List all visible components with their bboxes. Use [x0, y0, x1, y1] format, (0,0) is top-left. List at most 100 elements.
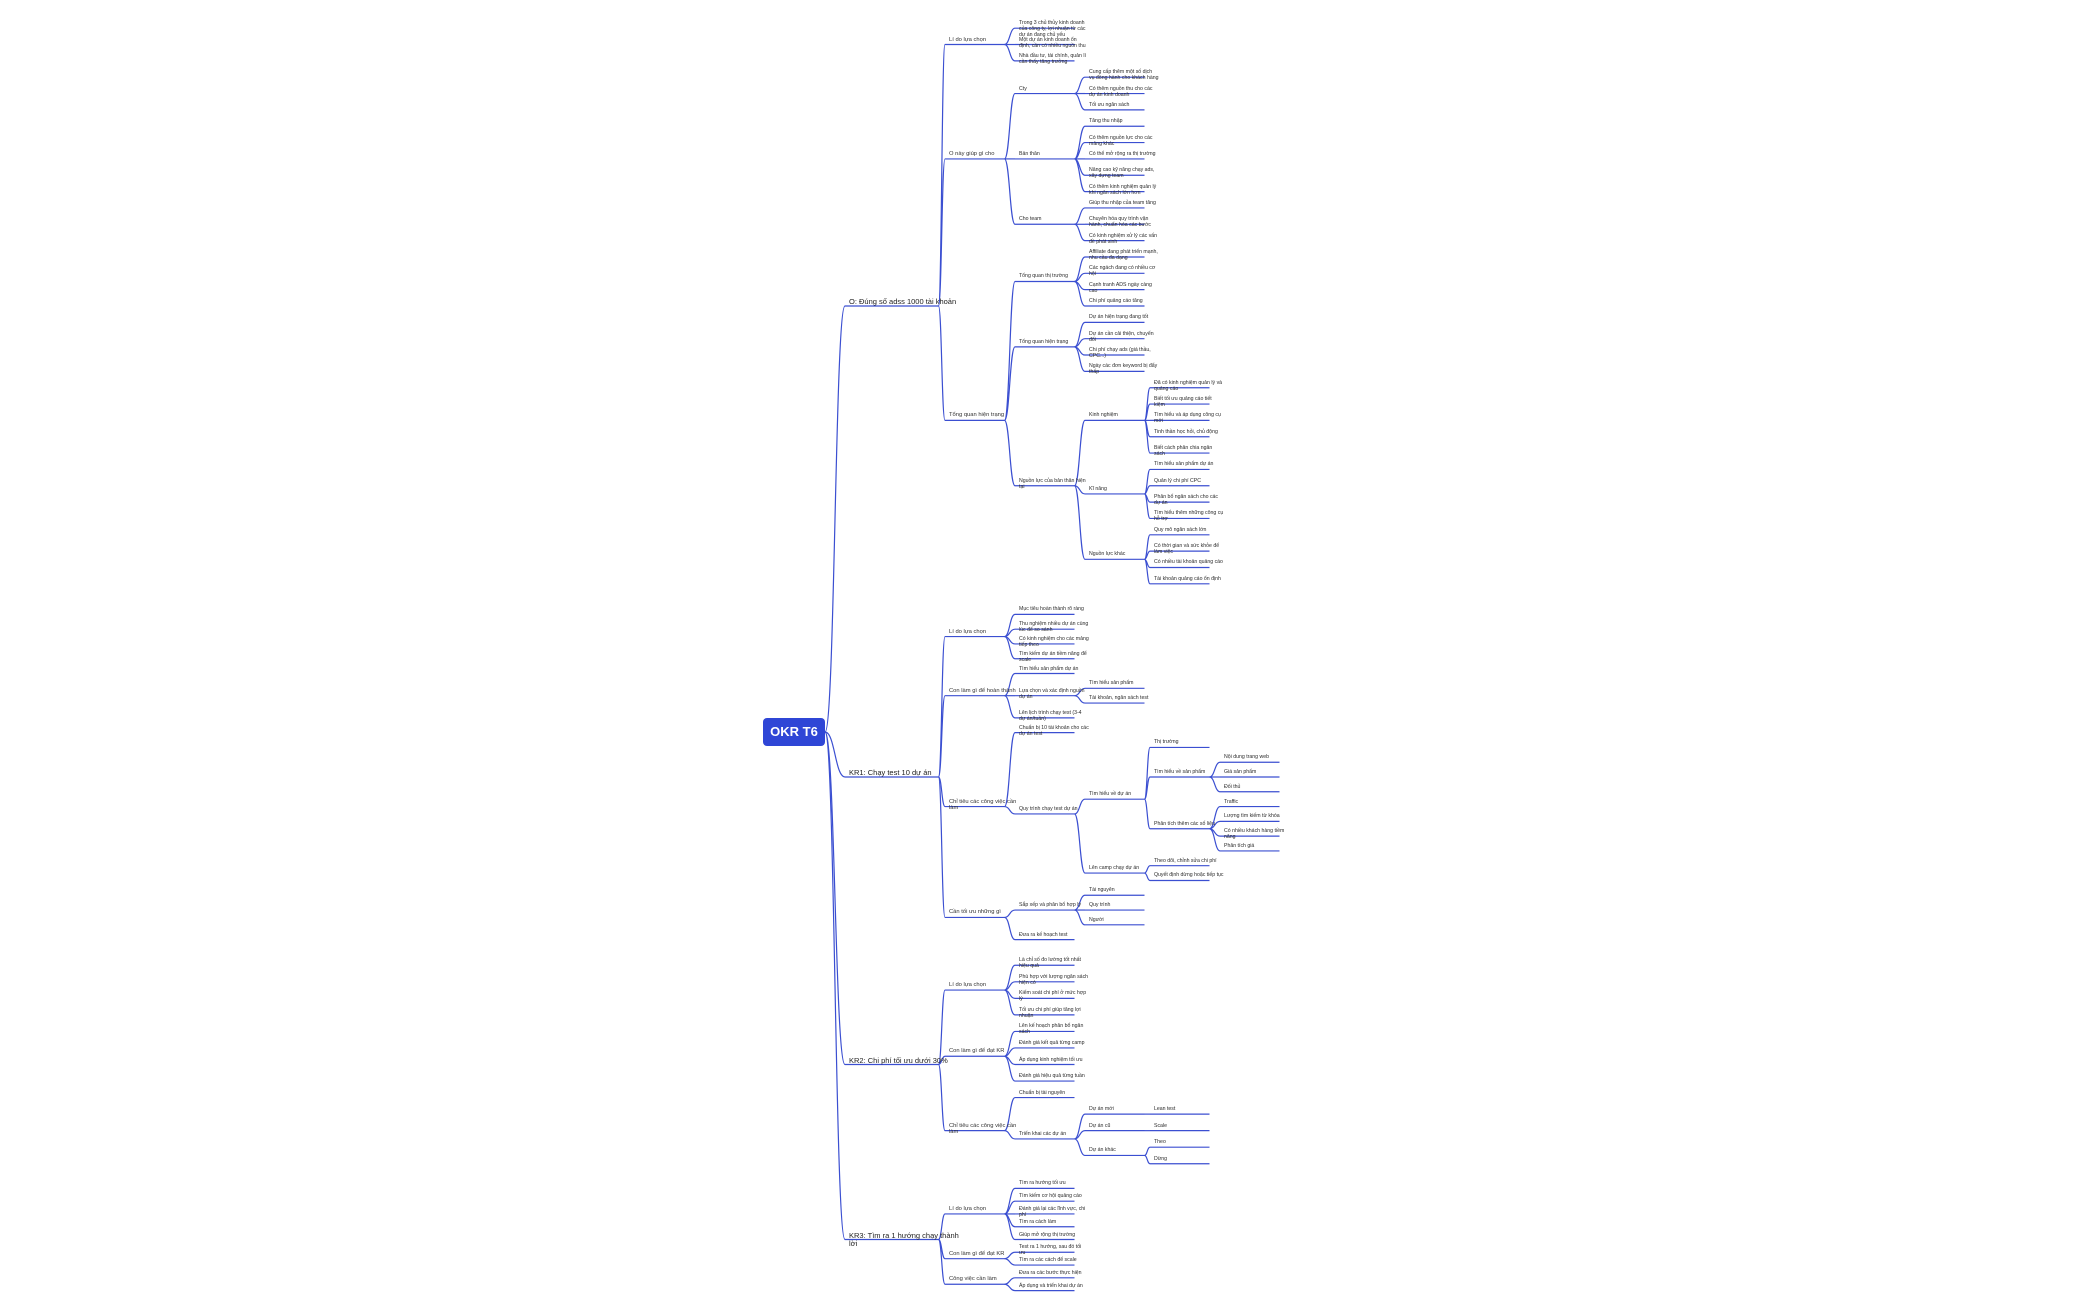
leaf-node[interactable]: Theo dõi, chỉnh sửa chi phí [1154, 857, 1217, 864]
leaf-node[interactable]: Có nhiều tài khoản quảng cáo [1154, 559, 1223, 566]
leaf-node[interactable]: Phù hợp với lượng ngân sách hiện có [1019, 973, 1089, 986]
topic-node[interactable]: Dự án mới [1089, 1106, 1114, 1113]
topic-node[interactable]: Con làm gì để đạt KR [949, 1048, 1005, 1055]
topic-node[interactable]: Con làm gì để đạt KR [949, 1250, 1005, 1257]
leaf-node[interactable]: Áp dụng kinh nghiệm tối ưu [1019, 1056, 1083, 1063]
leaf-node[interactable]: Có thể mở rộng ra thị trường [1089, 150, 1156, 157]
topic-node[interactable]: Lí do lựa chọn [949, 1205, 987, 1212]
leaf-node[interactable]: Dự án hiện trạng đang tốt [1089, 314, 1149, 321]
leaf-node[interactable]: Lên lịch trình chạy test (3-4 dự án/tuần… [1019, 709, 1082, 722]
leaf-node[interactable]: Tìm hiểu sản phẩm dự án [1019, 665, 1079, 672]
leaf-node[interactable]: Tài nguyên [1089, 887, 1115, 894]
topic-node[interactable]: Tổng quan hiện trạng [949, 412, 1005, 419]
leaf-node[interactable]: Giúp mở rộng thị trường [1019, 1231, 1076, 1238]
topic-node[interactable]: Công việc cần làm [949, 1276, 997, 1283]
leaf-node[interactable]: Phân tích giá [1224, 842, 1255, 849]
leaf-node[interactable]: Tài khoản, ngân sách test [1089, 695, 1149, 702]
leaf-node[interactable]: Nâng cao kỹ năng chạy ads, xây dựng team [1089, 167, 1155, 180]
leaf-node[interactable]: Đưa ra kế hoạch test [1019, 931, 1068, 938]
leaf-node[interactable]: Chuẩn bị 10 tài khoản cho các dự án test [1019, 724, 1089, 737]
leaf-node[interactable]: Traffic [1224, 798, 1239, 805]
leaf-node[interactable]: Thu nghiệm nhiều dự án cùng lúc để so sá… [1019, 621, 1089, 634]
topic-node[interactable]: Kinh nghiệm [1089, 412, 1118, 419]
leaf-node[interactable]: Quy mô ngân sách lớn [1154, 526, 1207, 533]
topic-node[interactable]: Lựa chọn và xác định nguồn dự án [1019, 687, 1085, 700]
leaf-node[interactable]: Có nhiều khách hàng tiềm năng [1224, 828, 1285, 841]
leaf-node[interactable]: Tìm ra các cách để scale [1019, 1257, 1077, 1264]
topic-node[interactable]: Cho team [1019, 216, 1042, 223]
leaf-node[interactable]: Cạnh tranh ADS ngày càng cao [1089, 281, 1152, 294]
topic-node[interactable]: Triển khai các dự án [1019, 1130, 1067, 1137]
leaf-node[interactable]: Quản lý chi phí CPC [1154, 477, 1201, 484]
leaf-node[interactable]: Biết cách phân chia ngân sách [1154, 445, 1213, 458]
topic-node[interactable]: Tìm hiểu về dự án [1089, 791, 1132, 798]
leaf-node[interactable]: Tìm hiểu thêm những công cụ hỗ trợ [1154, 510, 1224, 523]
leaf-node[interactable]: Chuyên hóa quy trình vận hành, chuẩn hóa… [1089, 216, 1151, 229]
topic-node[interactable]: Chỉ tiêu các công việc cần làm [949, 798, 1017, 812]
branch-node[interactable]: O: Đúng số adss 1000 tài khoản [849, 297, 957, 306]
root-node[interactable]: OKR T6 [763, 718, 825, 746]
leaf-node[interactable]: Tìm ra hướng tối ưu [1019, 1180, 1066, 1187]
leaf-node[interactable]: Giá sản phẩm [1224, 769, 1257, 775]
topic-node[interactable]: Phân tích thêm các số liệu [1154, 820, 1215, 827]
topic-node[interactable]: Chỉ tiêu các công việc cần làm [949, 1122, 1017, 1136]
leaf-node[interactable]: Là chỉ số đo lường tốt nhất hiệu quả [1019, 957, 1081, 970]
leaf-node[interactable]: Tìm hiểu và áp dụng công cụ mới [1154, 412, 1221, 425]
leaf-node[interactable]: Một dự án kinh doanh ổn định, cần có nhi… [1019, 36, 1086, 49]
leaf-node[interactable]: Lên kế hoạch phân bổ ngân sách [1019, 1023, 1084, 1036]
topic-node[interactable]: Cần tối ưu những gì [949, 909, 1001, 916]
leaf-node[interactable]: Các ngách đang có nhiều cơ hội [1089, 265, 1156, 278]
leaf-node[interactable]: Chi phí chạy ads (giá thầu, CPC...) [1089, 347, 1151, 360]
leaf-node[interactable]: Tối ưu ngân sách [1089, 101, 1130, 108]
leaf-node[interactable]: Đã có kinh nghiệm quản lý và quảng cáo [1154, 379, 1223, 392]
leaf-node[interactable]: Đánh giá hiệu quả từng tuần [1019, 1073, 1085, 1080]
leaf-node[interactable]: Áp dụng và triển khai dự án [1019, 1282, 1083, 1289]
leaf-node[interactable]: Thị trường [1154, 739, 1179, 746]
leaf-node[interactable]: Theo [1154, 1139, 1166, 1146]
leaf-node[interactable]: Tối ưu chi phí giúp tăng lợi nhuận [1019, 1006, 1081, 1019]
leaf-node[interactable]: Cung cấp thêm một số dịch vụ đồng hành c… [1089, 69, 1159, 82]
topic-node[interactable]: Bản thân [1019, 150, 1040, 157]
branch-node[interactable]: KR2: Chi phí tối ưu dưới 30% [849, 1055, 948, 1065]
leaf-node[interactable]: Lượng tìm kiếm từ khóa [1224, 813, 1280, 820]
leaf-node[interactable]: Nhà đầu tư, tài chính, quản lí cần thấy … [1019, 52, 1086, 65]
leaf-node[interactable]: Phân bổ ngân sách cho các dự án [1154, 494, 1219, 507]
leaf-node[interactable]: Tăng thu nhập [1089, 118, 1123, 125]
leaf-node[interactable]: Người [1089, 916, 1104, 923]
leaf-node[interactable]: Có kinh nghiệm xử lý các vấn đề phát sin… [1089, 232, 1158, 245]
leaf-node[interactable]: Có thêm nguồn thu cho các dự án kinh doa… [1089, 85, 1153, 98]
topic-node[interactable]: Con làm gì để hoàn thành [949, 687, 1016, 694]
leaf-node[interactable]: Tinh thần học hỏi, chủ động [1154, 428, 1218, 435]
topic-node[interactable]: Lí do lựa chọn [949, 628, 987, 635]
leaf-node[interactable]: Đối thủ [1224, 783, 1241, 790]
leaf-node[interactable]: Quy trình [1089, 902, 1111, 909]
topic-node[interactable]: Nguồn lực khác [1089, 551, 1126, 558]
leaf-node[interactable]: Dự án cần cải thiện, chuyển đổi [1089, 330, 1154, 343]
topic-node[interactable]: Tìm hiểu về sản phẩm [1154, 769, 1206, 775]
leaf-node[interactable]: Tài khoản quảng cáo ổn định [1154, 575, 1221, 582]
topic-node[interactable]: Nguồn lực của bản thân hiện tại [1019, 477, 1086, 490]
leaf-node[interactable]: Scale [1154, 1122, 1167, 1129]
leaf-node[interactable]: Tìm kiếm dự án tiềm năng để scale [1019, 650, 1087, 663]
leaf-node[interactable]: Tìm hiểu sản phẩm dự án [1154, 461, 1214, 468]
leaf-node[interactable]: Chuẩn bị tài nguyên [1019, 1089, 1066, 1096]
leaf-node[interactable]: Có thêm nguồn lực cho các mảng khác [1089, 134, 1153, 147]
topic-node[interactable]: Tổng quan thị trường [1019, 273, 1068, 280]
leaf-node[interactable]: Mục tiêu hoàn thành rõ ràng [1019, 606, 1084, 613]
leaf-node[interactable]: Tìm ra cách làm [1019, 1218, 1057, 1225]
leaf-node[interactable]: Dừng [1154, 1155, 1167, 1162]
topic-node[interactable]: Tổng quan hiện trạng [1019, 338, 1069, 345]
branch-node[interactable]: KR3: Tìm ra 1 hướng chạy thành lời [849, 1230, 959, 1248]
leaf-node[interactable]: Nội dung trang web [1224, 754, 1269, 761]
leaf-node[interactable]: Có thêm kinh nghiệm quản lý khi ngân sác… [1089, 183, 1157, 196]
leaf-node[interactable]: Chi phí quảng cáo tăng [1089, 298, 1143, 304]
leaf-node[interactable]: Ngày các đơn keyword bị đẩy thấp [1089, 363, 1158, 376]
leaf-node[interactable]: Giúp thu nhập của team tăng [1089, 199, 1156, 206]
topic-node[interactable]: Sắp xếp và phân bổ hợp lý [1019, 902, 1081, 909]
topic-node[interactable]: Lên camp chạy dự án [1089, 865, 1140, 872]
leaf-node[interactable]: Affiliate đang phát triển mạnh, nhu cầu … [1089, 248, 1158, 261]
leaf-node[interactable]: Trong 3 chủ thủy kinh doanh của công ty,… [1019, 20, 1086, 39]
branch-node[interactable]: KR1: Chạy test 10 dự án [849, 768, 932, 777]
leaf-node[interactable]: Tìm kiếm cơ hội quảng cáo [1019, 1193, 1082, 1200]
topic-node[interactable]: Dự án khác [1089, 1147, 1116, 1154]
